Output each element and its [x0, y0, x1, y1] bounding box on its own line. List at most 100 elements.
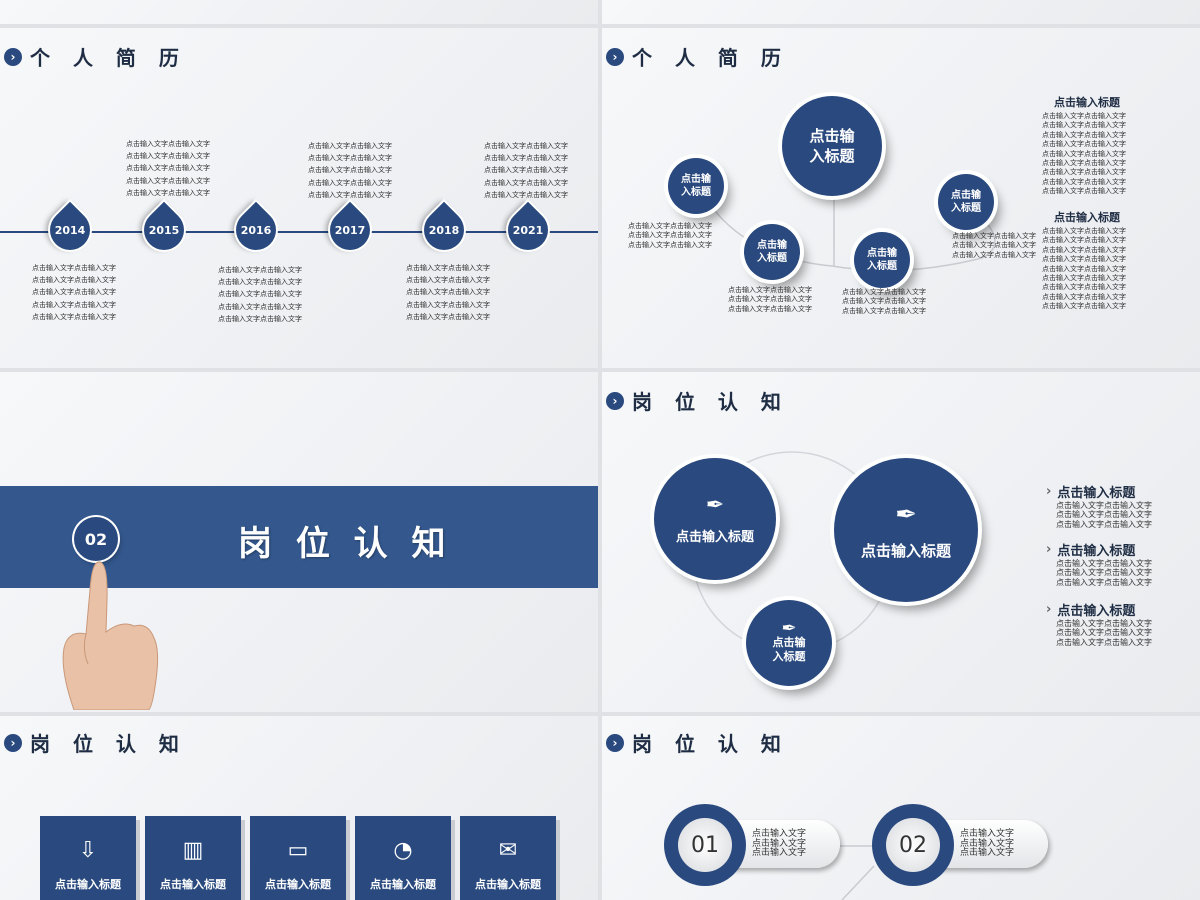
side-title-text: 点击输入标题: [1057, 486, 1136, 501]
circle-text-block: 点击输入文字点击输入文字点击输入文字点击输入文字点击输入文字点击输入文字: [842, 288, 926, 316]
chevron-right-icon: ›: [606, 47, 624, 66]
text-line: 点击输入文字点击输入文字: [218, 302, 302, 311]
envelope-icon: ✉: [498, 838, 518, 863]
text-line: 点击输入文字点击输入文字: [308, 154, 392, 163]
side-title-3: ›点击输入标题: [1046, 600, 1135, 619]
text-line: 点击输入文字点击输入文字: [308, 142, 392, 150]
text-line: 点击输入文字点击输入文字: [1056, 619, 1152, 628]
box-label: 点击输入标题: [475, 878, 541, 891]
text-line: 点击输入文字点击输入文字: [406, 312, 490, 321]
slide-job-boxes[interactable]: › 岗 位 认 知 ⇩ 点击输入标题 ▥点击输入标题▭点击输入标题◔点击输入标题 ✉ 点…: [0, 716, 598, 900]
side-text-block: 点击输入文字点击输入文字点击输入文字点击输入文字点击输入文字点击输入文字: [1056, 618, 1152, 647]
text-line: 点击输入文字点击输入文字: [1056, 568, 1152, 578]
circle-text-block: 点击输入文字点击输入文字点击输入文字点击输入文字点击输入文字点击输入文字点击输入…: [1042, 112, 1126, 197]
text-line: 点击输入文字: [960, 848, 1015, 859]
pen-icon: ✒: [705, 493, 725, 518]
slide-job-circles[interactable]: › 岗 位 认 知 ✒ 点击输入标题 ✒ 点击输入标题 ✒ 点击输 入标题 ›点…: [602, 372, 1200, 712]
text-line: 点击输入文字点击输入文字: [308, 178, 392, 187]
small-circle-4[interactable]: 点击输 入标题: [938, 174, 994, 230]
text-line: 点击输入文字点击输入文字: [406, 300, 490, 309]
text-line: 点击输入文字点击输入文字: [728, 304, 812, 313]
text-line: 点击输入文字点击输入文字: [1042, 283, 1126, 292]
text-line: 点击输入文字点击输入文字: [218, 266, 302, 274]
item-text-block: 点击输入文字点击输入文字点击输入文字: [752, 829, 807, 859]
side-title-text: 点击输入标题: [1057, 604, 1136, 619]
text-line: 点击输入文字点击输入文字: [728, 295, 812, 304]
text-line: 点击输入文字点击输入文字: [1056, 559, 1152, 568]
timeline-year: 2021: [512, 224, 544, 237]
presentation-board-icon: ▭: [287, 838, 309, 863]
text-line: 点击输入文字点击输入文字: [218, 314, 302, 323]
timeline-year: 2014: [54, 224, 86, 237]
text-line: 点击输入文字点击输入文字: [126, 188, 210, 197]
category-box-4[interactable]: ◔点击输入标题: [355, 816, 451, 900]
pie-chart-icon: ◔: [393, 838, 413, 863]
side-text-block: 点击输入文字点击输入文字点击输入文字点击输入文字点击输入文字点击输入文字: [1056, 558, 1152, 587]
category-box-1[interactable]: ⇩ 点击输入标题: [40, 816, 136, 900]
small-circle-1[interactable]: 点击输 入标题: [668, 158, 724, 214]
text-line: 点击输入文字点击输入文字: [628, 231, 712, 240]
text-line: 点击输入文字点击输入文字: [842, 297, 926, 306]
text-line: 点击输入文字点击输入文字: [1056, 628, 1152, 638]
section-number-circle: 02: [74, 517, 118, 561]
text-line: 点击输入文字点击输入文字: [484, 142, 568, 150]
timeline-text-block: 点击输入文字点击输入文字点击输入文字点击输入文字点击输入文字点击输入文字点击输入…: [406, 262, 490, 323]
text-line: 点击输入文字点击输入文字: [1042, 121, 1126, 130]
text-line: 点击输入文字点击输入文字: [1042, 302, 1126, 311]
slide-resume-circles[interactable]: › 个 人 简 历 点击输 入标题 点击输 入标题 点击输 入标题 点击输 入标…: [602, 28, 1200, 368]
text-line: 点击输入文字点击输入文字: [484, 154, 568, 163]
text-line: 点击输入文字点击输入文字: [952, 250, 1036, 259]
text-line: 点击输入文字点击输入文字: [1042, 264, 1126, 273]
timeline-text-block: 点击输入文字点击输入文字点击输入文字点击输入文字点击输入文字点击输入文字点击输入…: [126, 138, 210, 199]
text-line: 点击输入文字: [960, 838, 1015, 849]
text-line: 点击输入文字点击输入文字: [842, 288, 926, 296]
text-line: 点击输入文字: [752, 838, 807, 849]
pen-icon: ✒: [781, 618, 797, 639]
timeline-year: 2017: [334, 224, 366, 237]
category-box-5[interactable]: ✉ 点击输入标题: [460, 816, 556, 900]
text-line: 点击输入文字点击输入文字: [952, 232, 1036, 240]
box-label: 点击输入标题: [55, 878, 121, 891]
timeline-year: 2016: [240, 224, 272, 237]
circle-text-block: 点击输入文字点击输入文字点击输入文字点击输入文字点击输入文字点击输入文字点击输入…: [1042, 227, 1126, 312]
chevron-right-icon: ›: [4, 47, 22, 66]
slide-title: 岗 位 认 知: [632, 390, 789, 414]
category-box-3[interactable]: ▭点击输入标题: [250, 816, 346, 900]
text-line: 点击输入文字点击输入文字: [406, 288, 490, 297]
side-title-text: 点击输入标题: [1057, 544, 1136, 559]
text-line: 点击输入文字点击输入文字: [1042, 273, 1126, 282]
text-line: 点击输入文字点击输入文字: [308, 166, 392, 175]
chevron-right-icon: ›: [1046, 484, 1052, 499]
text-line: 点击输入文字点击输入文字: [1056, 637, 1152, 647]
pen-circle-1[interactable]: ✒ 点击输入标题: [654, 458, 776, 580]
text-line: 点击输入文字点击输入文字: [218, 278, 302, 287]
pen-icon: ✒: [895, 499, 917, 530]
text-line: 点击输入文字点击输入文字: [1042, 158, 1126, 167]
slide-header: › 岗 位 认 知: [4, 728, 187, 757]
pen-circle-3[interactable]: ✒ 点击输 入标题: [746, 600, 832, 686]
timeline-text-block: 点击输入文字点击输入文字点击输入文字点击输入文字点击输入文字点击输入文字点击输入…: [308, 140, 392, 201]
timeline-text-block: 点击输入文字点击输入文字点击输入文字点击输入文字点击输入文字点击输入文字点击输入…: [32, 262, 116, 323]
slide-title: 岗 位 认 知: [30, 732, 187, 756]
number-circle: 02: [886, 818, 940, 872]
text-line: 点击输入文字点击输入文字: [218, 290, 302, 299]
text-line: 点击输入文字点击输入文字: [32, 312, 116, 321]
slide-section-divider[interactable]: 02 岗 位 认 知: [0, 372, 598, 712]
download-box-icon: ⇩: [78, 838, 98, 863]
slide-header: › 个 人 简 历: [4, 42, 187, 71]
timeline-year: 2015: [148, 224, 180, 237]
text-line: 点击输入文字点击输入文字: [32, 300, 116, 309]
pen-circle-2[interactable]: ✒ 点击输入标题: [834, 458, 978, 602]
big-circle[interactable]: 点击输 入标题: [782, 96, 882, 196]
side-title-1: › 点击输入标题: [1046, 482, 1135, 501]
circle-label: 点击输入标题: [860, 541, 951, 560]
small-circle-3[interactable]: 点击输 入标题: [854, 232, 910, 288]
small-circle-2[interactable]: 点击输 入标题: [744, 224, 800, 280]
timeline-text-block: 点击输入文字点击输入文字点击输入文字点击输入文字点击输入文字点击输入文字点击输入…: [218, 264, 302, 325]
slide-top-right-partial: [602, 0, 1200, 24]
bar-chart-icon: ▥: [182, 838, 204, 863]
category-box-2[interactable]: ▥点击输入标题: [145, 816, 241, 900]
circle-text-block: 点击输入文字点击输入文字点击输入文字点击输入文字点击输入文字点击输入文字: [628, 222, 712, 250]
